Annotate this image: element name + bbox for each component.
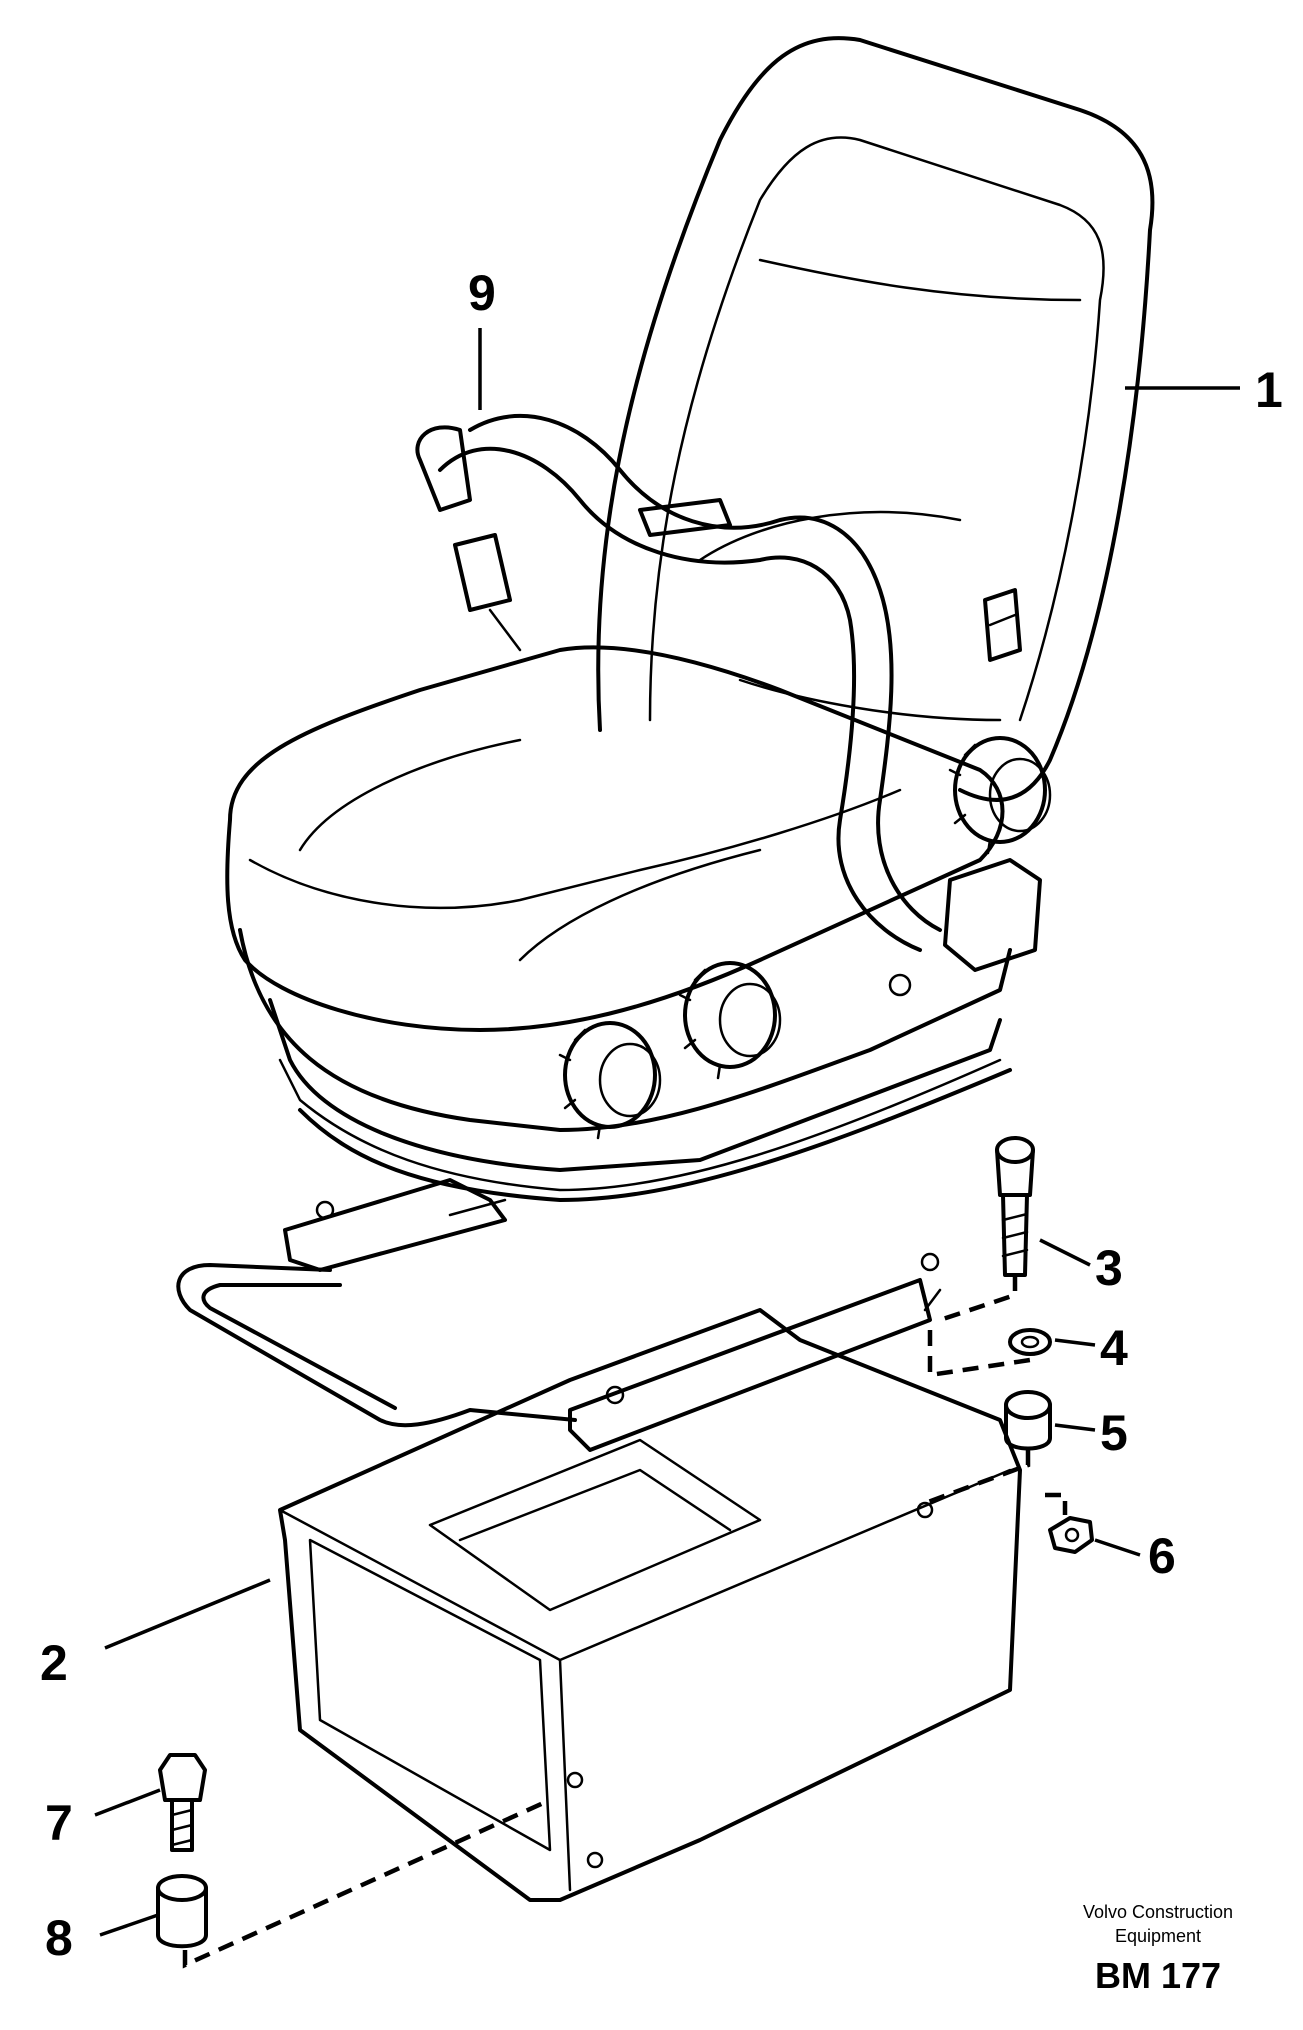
knob-front-right xyxy=(678,961,782,1080)
spacer-8 xyxy=(156,1874,208,1949)
seat-backrest xyxy=(596,36,1155,802)
washer-4 xyxy=(1008,1328,1052,1356)
spacer-5 xyxy=(1004,1390,1052,1451)
slide-rails xyxy=(176,1178,942,1452)
bolt-7 xyxy=(158,1753,207,1852)
callout-9: 9 xyxy=(468,265,496,321)
callout-1: 1 xyxy=(1255,362,1283,418)
seat-belt xyxy=(415,414,1042,997)
bolt-3 xyxy=(995,1136,1035,1277)
callout-6: 6 xyxy=(1148,1528,1176,1584)
knob-backrest xyxy=(948,736,1052,855)
seat-cushion xyxy=(225,645,1012,1202)
callout-2: 2 xyxy=(40,1635,68,1691)
callout-3: 3 xyxy=(1095,1240,1123,1296)
footer-company-name: Volvo Construction Equipment xyxy=(1082,1902,1234,1946)
callout-8: 8 xyxy=(45,1910,73,1966)
knob-front-left xyxy=(558,1021,662,1140)
callout-5: 5 xyxy=(1100,1405,1128,1461)
assembly-lines xyxy=(182,1275,1068,1969)
leader-lines xyxy=(94,328,1240,1937)
drawing-code: BM 177 xyxy=(1094,1955,1222,1996)
callout-4: 4 xyxy=(1100,1320,1128,1376)
callout-7: 7 xyxy=(45,1795,73,1851)
base-console xyxy=(278,1308,1022,1902)
nut-6 xyxy=(1048,1516,1094,1554)
